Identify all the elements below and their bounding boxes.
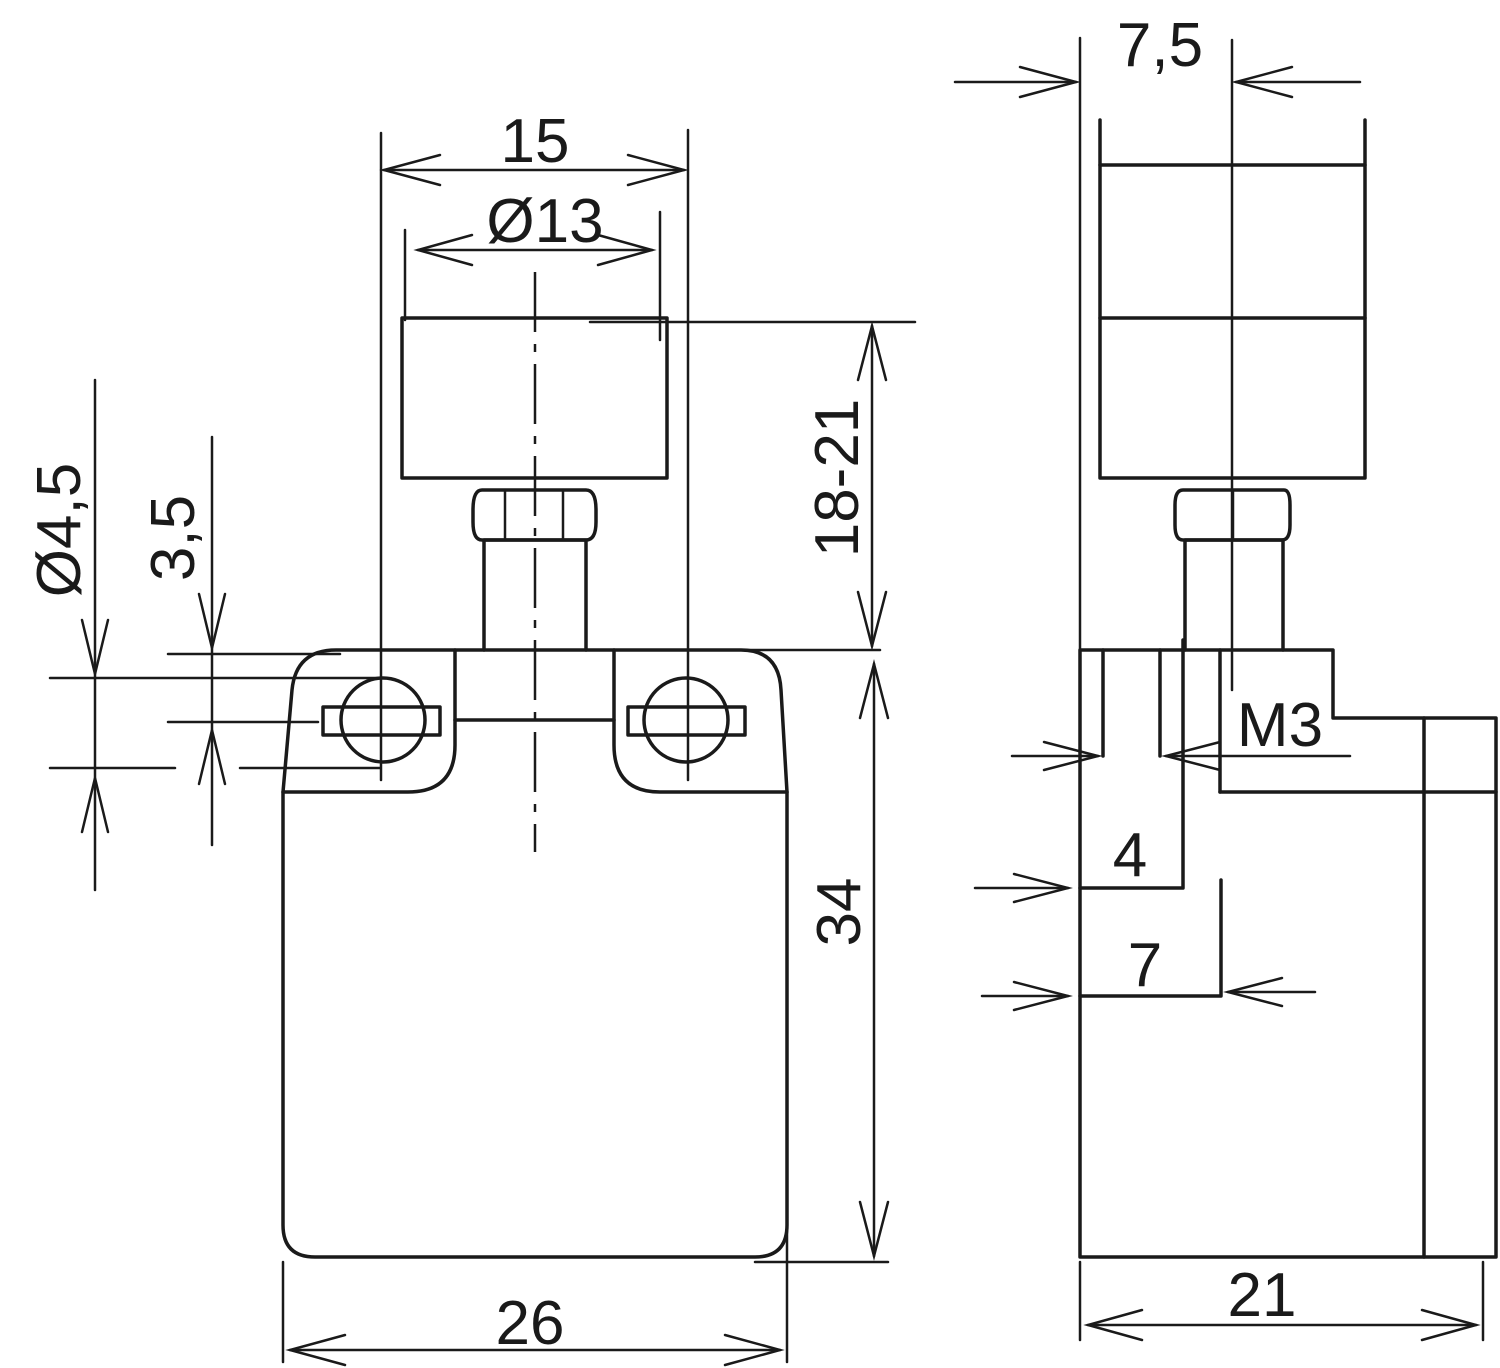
dim-21-label: 21 [1228, 1261, 1297, 1330]
dim-3-5-label: 3,5 [139, 495, 208, 581]
front-view [281, 272, 789, 1259]
dim-4-label: 4 [1113, 821, 1147, 890]
mounting-screw-right [626, 676, 747, 764]
dim-d4-5-label: Ø4,5 [25, 463, 94, 597]
dim-18-21-label: 18-21 [803, 399, 872, 558]
dim-d13-label: Ø13 [486, 187, 603, 256]
front-flange [281, 648, 789, 794]
side-housing [1078, 648, 1498, 1259]
side-view [1078, 38, 1498, 1259]
dim-26-label: 26 [496, 1289, 565, 1358]
side-dimensions: 7,5 M3 4 7 21 [953, 11, 1485, 1342]
side-plunger-stem [1183, 538, 1285, 652]
hex-nut [471, 488, 598, 542]
front-housing [281, 790, 789, 1259]
dim-m3-label: M3 [1237, 691, 1323, 760]
dim-7-label: 7 [1128, 931, 1162, 1000]
dim-15-label: 15 [501, 107, 570, 176]
dim-7-5-label: 7,5 [1117, 11, 1203, 80]
side-hex-nut [1173, 488, 1292, 542]
front-dimensions: 15 Ø13 18-21 34 26 Ø4,5 [25, 107, 917, 1367]
dim-34-label: 34 [805, 878, 874, 947]
